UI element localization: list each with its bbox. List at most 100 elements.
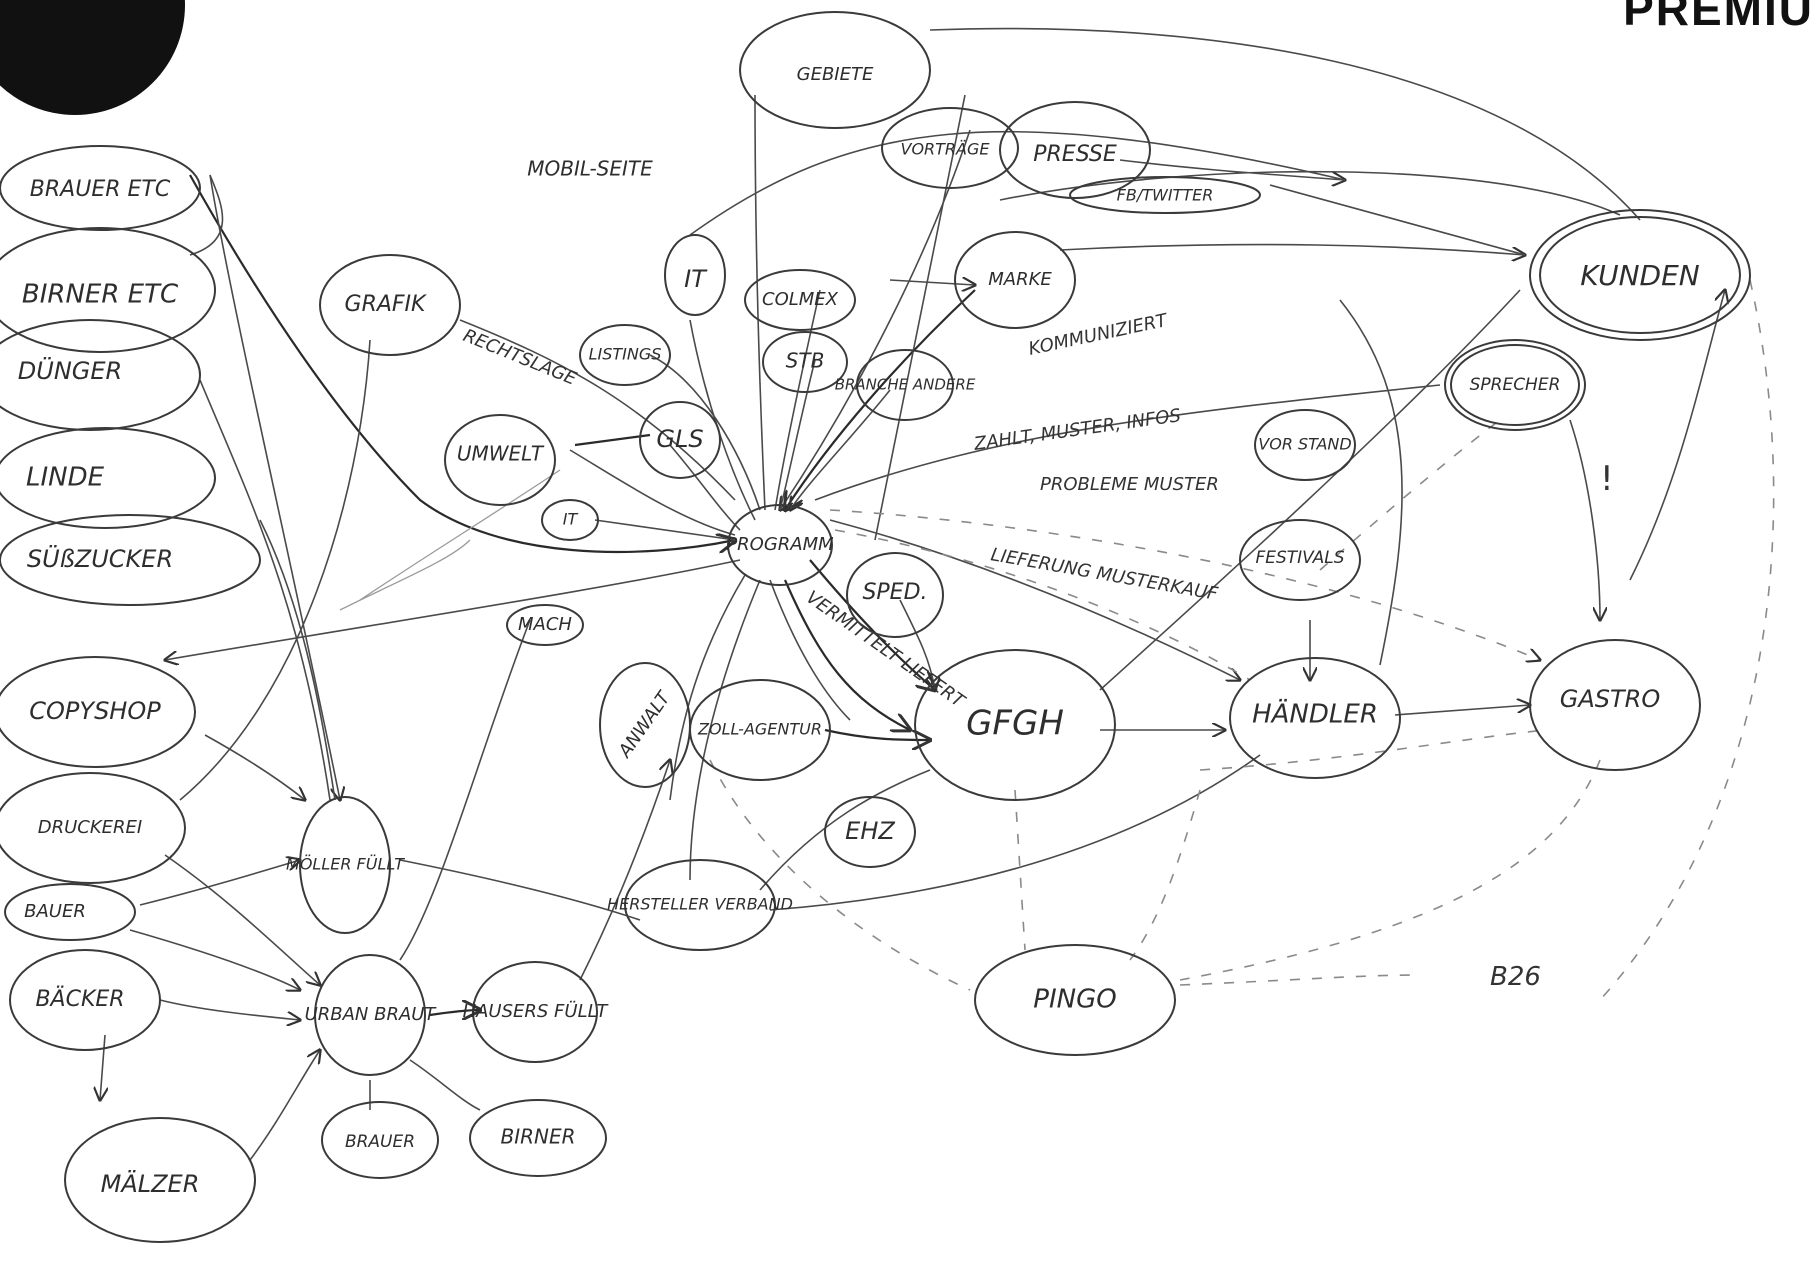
svg-text:ANWALT: ANWALT bbox=[614, 686, 676, 762]
page-number: B26 bbox=[1490, 962, 1541, 992]
edge-grafik-programm bbox=[459, 319, 736, 501]
node-it[interactable]: IT bbox=[664, 234, 726, 316]
node-birner-bottom[interactable]: BIRNER bbox=[469, 1099, 607, 1177]
node-stb[interactable]: STB bbox=[762, 331, 848, 393]
edge-brauer-moeller bbox=[209, 174, 340, 800]
node-branchen-andere[interactable]: BRANCHE ANDERE bbox=[835, 349, 976, 421]
node-sprecher[interactable]: SPRECHER bbox=[1444, 339, 1586, 431]
edge-hausers-up bbox=[579, 760, 670, 981]
svg-text:FB/TWITTER: FB/TWITTER bbox=[1117, 186, 1214, 205]
svg-text:HAUSERS FÜLLT: HAUSERS FÜLLT bbox=[463, 1000, 610, 1022]
node-brauer-etc[interactable]: BRAUER ETC bbox=[0, 145, 201, 231]
node-programm[interactable]: PROGRAMM bbox=[726, 504, 834, 586]
svg-text:GLS: GLS bbox=[656, 425, 703, 453]
node-handler[interactable]: HÄNDLER bbox=[1229, 657, 1401, 779]
edge-brauer-programm bbox=[189, 174, 735, 552]
svg-text:FESTIVALS: FESTIVALS bbox=[1255, 548, 1344, 568]
node-umwelt[interactable]: UMWELT bbox=[444, 414, 556, 506]
edge-programm-gfgh bbox=[809, 559, 935, 690]
svg-text:LISTINGS: LISTINGS bbox=[589, 345, 662, 364]
node-copyshop[interactable]: COPYSHOP bbox=[0, 656, 196, 768]
edge-stb-programm bbox=[779, 359, 816, 511]
edge-colmex-programm bbox=[774, 289, 821, 511]
node-vor-stand[interactable]: VOR STAND bbox=[1254, 409, 1356, 481]
node-mobilseite[interactable]: MOBIL-SEITE bbox=[527, 157, 653, 181]
node-mach[interactable]: MACH bbox=[506, 604, 584, 646]
node-ehz[interactable]: EHZ bbox=[824, 796, 916, 868]
svg-text:PINGO: PINGO bbox=[1033, 985, 1116, 1015]
svg-text:HERSTELLER VERBAND: HERSTELLER VERBAND bbox=[607, 895, 793, 914]
node-anwalt[interactable]: ANWALT bbox=[599, 662, 691, 788]
node-pingo[interactable]: PINGO bbox=[974, 944, 1176, 1056]
node-marke[interactable]: MARKE bbox=[954, 231, 1076, 329]
node-hersteller-verband[interactable]: HERSTELLER VERBAND bbox=[607, 859, 793, 951]
node-gastro[interactable]: GASTRO bbox=[1529, 639, 1701, 771]
edge-faint-mid bbox=[339, 539, 471, 611]
node-spedition[interactable]: SPED. bbox=[846, 552, 944, 638]
svg-text:SPRECHER: SPRECHER bbox=[1470, 375, 1561, 395]
node-druckerei[interactable]: DRUCKEREI bbox=[0, 772, 186, 884]
svg-text:GASTRO: GASTRO bbox=[1560, 685, 1660, 713]
edge-programm-hersteller bbox=[689, 579, 761, 881]
svg-text:LINDE: LINDE bbox=[26, 463, 105, 493]
node-birner-etc[interactable]: BIRNER ETC bbox=[0, 227, 216, 353]
node-linde[interactable]: LINDE bbox=[0, 427, 216, 529]
node-urban-brauerei[interactable]: URBAN BRAUT bbox=[305, 954, 438, 1076]
node-gfgh[interactable]: GFGH bbox=[914, 649, 1116, 801]
edge-bauer-moeller bbox=[139, 860, 300, 906]
node-presse[interactable]: PRESSE bbox=[999, 101, 1151, 199]
node-gebiete[interactable]: GEBIETE bbox=[739, 11, 931, 129]
edge-mach-urban bbox=[399, 619, 531, 961]
edge-hersteller-handler bbox=[769, 754, 1261, 911]
node-duenger[interactable]: DÜNGER bbox=[0, 319, 201, 431]
node-colmex[interactable]: COLMEX bbox=[744, 269, 856, 331]
edge-it-programm bbox=[594, 519, 736, 541]
node-festivals[interactable]: FESTIVALS bbox=[1239, 519, 1361, 601]
node-maelzer[interactable]: MÄLZER bbox=[64, 1117, 256, 1243]
svg-text:STB: STB bbox=[786, 349, 825, 373]
edge-programm-zoll bbox=[769, 579, 851, 721]
edge-colmex-marke bbox=[889, 280, 975, 285]
edge-programm-copyshop bbox=[165, 559, 741, 660]
node-brauer-bottom[interactable]: BRAUER bbox=[321, 1101, 439, 1179]
edge-marke-programm bbox=[785, 289, 976, 510]
svg-text:VORTRÄGE: VORTRÄGE bbox=[901, 140, 991, 159]
edge-urban-birner bbox=[409, 1059, 481, 1111]
edge-gfgh-kunden bbox=[1099, 289, 1521, 691]
svg-text:URBAN BRAUT: URBAN BRAUT bbox=[305, 1004, 438, 1025]
edge-sprecher-gastro bbox=[1569, 419, 1600, 620]
edge-maelzer-urban bbox=[249, 1050, 320, 1161]
edge-programm-handler bbox=[829, 519, 1240, 680]
edge-gls-programm bbox=[669, 444, 741, 531]
node-vortraege[interactable]: VORTRÄGE bbox=[881, 107, 1019, 189]
svg-text:MÖLLER FÜLLT: MÖLLER FÜLLT bbox=[286, 855, 405, 874]
edge-handler-gastro-dash bbox=[1199, 729, 1546, 771]
edge-druckerei-urban bbox=[164, 854, 320, 985]
edge-baecker-maelzer bbox=[100, 1034, 105, 1100]
edge-label-liefert-muster: LIEFERUNG MUSTERKAUF bbox=[989, 544, 1220, 605]
node-grafik[interactable]: GRAFIK bbox=[319, 254, 461, 356]
edge-programm-gfgh2 bbox=[783, 579, 910, 730]
svg-text:IT: IT bbox=[563, 510, 579, 529]
node-bauer[interactable]: BAUER bbox=[4, 883, 136, 941]
svg-text:BIRNER ETC: BIRNER ETC bbox=[22, 280, 179, 310]
edge-umwelt-gls bbox=[574, 433, 651, 447]
node-moeller-fuellt[interactable]: MÖLLER FÜLLT bbox=[286, 796, 405, 934]
edge-umwelt-programm bbox=[569, 449, 736, 536]
svg-text:MOBIL-SEITE: MOBIL-SEITE bbox=[527, 157, 653, 181]
edge-vortraege-programm bbox=[780, 129, 971, 510]
node-zollagentur[interactable]: ZOLL-AGENTUR bbox=[689, 679, 831, 781]
node-hausers-fuellt[interactable]: HAUSERS FÜLLT bbox=[463, 961, 610, 1063]
node-baecker[interactable]: BÄCKER bbox=[9, 949, 161, 1051]
node-gls[interactable]: GLS bbox=[639, 401, 721, 479]
nodes: BRAUER ETC BIRNER ETC DÜNGER LINDE SÜßZU… bbox=[0, 11, 1751, 1243]
node-fb-twitter[interactable]: FB/TWITTER bbox=[1069, 176, 1261, 214]
node-kunden[interactable]: KUNDEN bbox=[1529, 209, 1751, 341]
node-it-small[interactable]: IT bbox=[541, 499, 599, 541]
edge-label-zahlt-muster: ZAHLT, MUSTER, INFOS bbox=[972, 405, 1182, 455]
node-listings[interactable]: LISTINGS bbox=[579, 324, 671, 386]
node-suesszucker[interactable]: SÜßZUCKER bbox=[0, 514, 261, 606]
svg-text:BÄCKER: BÄCKER bbox=[35, 986, 124, 1012]
